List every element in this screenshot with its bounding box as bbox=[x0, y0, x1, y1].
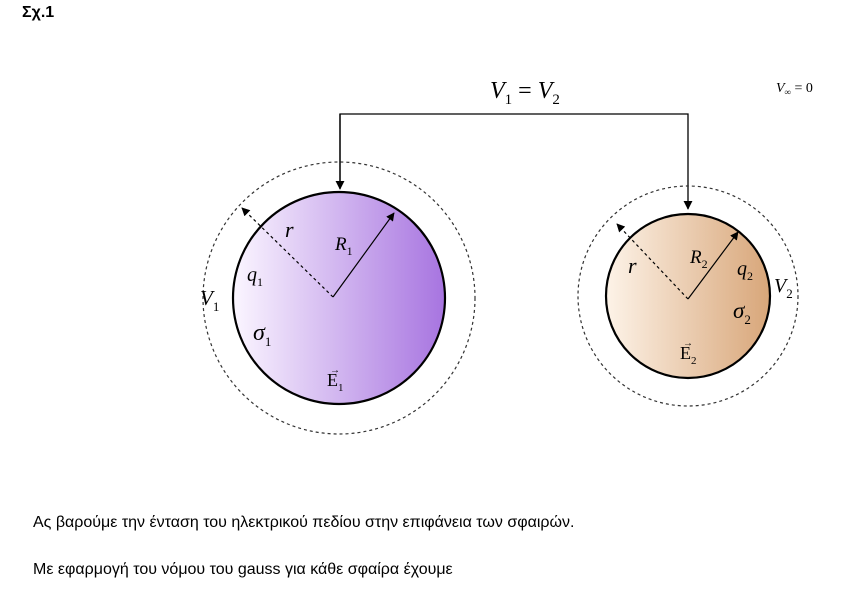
paragraph-line-2: Με εφαρμογή του νόμου του gauss για κάθε… bbox=[33, 561, 453, 578]
paragraph-line-1: Ας βαρούμε την ένταση του ηλεκτρικού πεδ… bbox=[33, 514, 575, 531]
sphere2-r-line bbox=[616, 223, 689, 300]
potential-equality-label: V1 = V2 bbox=[490, 78, 560, 108]
sphere2-V-label: V2 bbox=[774, 275, 793, 301]
sphere1-E-arrow: → bbox=[330, 365, 340, 376]
sphere2-q-label: q2 bbox=[737, 258, 753, 283]
sphere2-E-arrow: → bbox=[683, 338, 693, 349]
sphere1-q-label: q1 bbox=[247, 264, 263, 289]
sphere2-sigma-label: σ2 bbox=[733, 298, 751, 327]
sphere2-gauss-surface bbox=[577, 185, 799, 407]
sphere1-R-label: R1 bbox=[334, 234, 353, 258]
sphere1-gauss-surface bbox=[202, 161, 476, 435]
sphere1-V-label: V1 bbox=[200, 286, 219, 314]
sphere1-sigma-label: σ1 bbox=[253, 320, 271, 349]
sphere2-radius-line bbox=[687, 231, 739, 300]
sphere2-r-label: r bbox=[628, 253, 637, 278]
sphere2-E-label: E2 bbox=[680, 343, 697, 367]
sphere1-radius-line bbox=[332, 212, 395, 298]
sphere1-E-label: E1 bbox=[327, 370, 344, 394]
figure-label: Σχ.1 bbox=[22, 4, 55, 21]
sphere1 bbox=[231, 190, 447, 406]
v-infinity-label: V∞ = 0 bbox=[776, 81, 813, 97]
sphere1-r-label: r bbox=[285, 217, 294, 242]
sphere2-R-label: R2 bbox=[689, 247, 708, 271]
connecting-wire bbox=[339, 113, 693, 210]
